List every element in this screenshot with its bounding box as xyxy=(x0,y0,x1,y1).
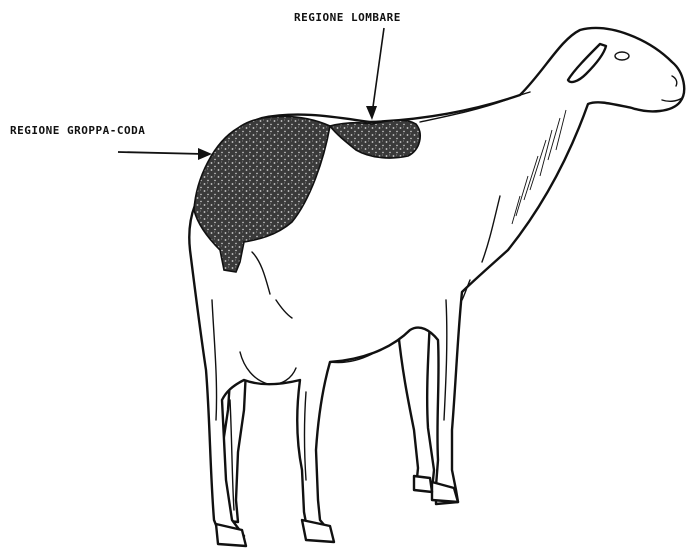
lumbar-arrow-line xyxy=(372,28,384,114)
rump-tail-arrow-line xyxy=(118,152,204,154)
hoof-near-front xyxy=(302,520,334,542)
rump-tail-region-label: REGIONE GROPPA-CODA xyxy=(10,124,145,137)
lumbar-region-label: REGIONE LOMBARE xyxy=(294,11,401,24)
far-front-leg xyxy=(398,320,434,490)
lumbar-arrow-head xyxy=(366,106,377,120)
hoof-far-hind xyxy=(414,476,432,492)
hoof-near-hind xyxy=(216,524,246,546)
sheep-body-outline xyxy=(189,28,684,540)
